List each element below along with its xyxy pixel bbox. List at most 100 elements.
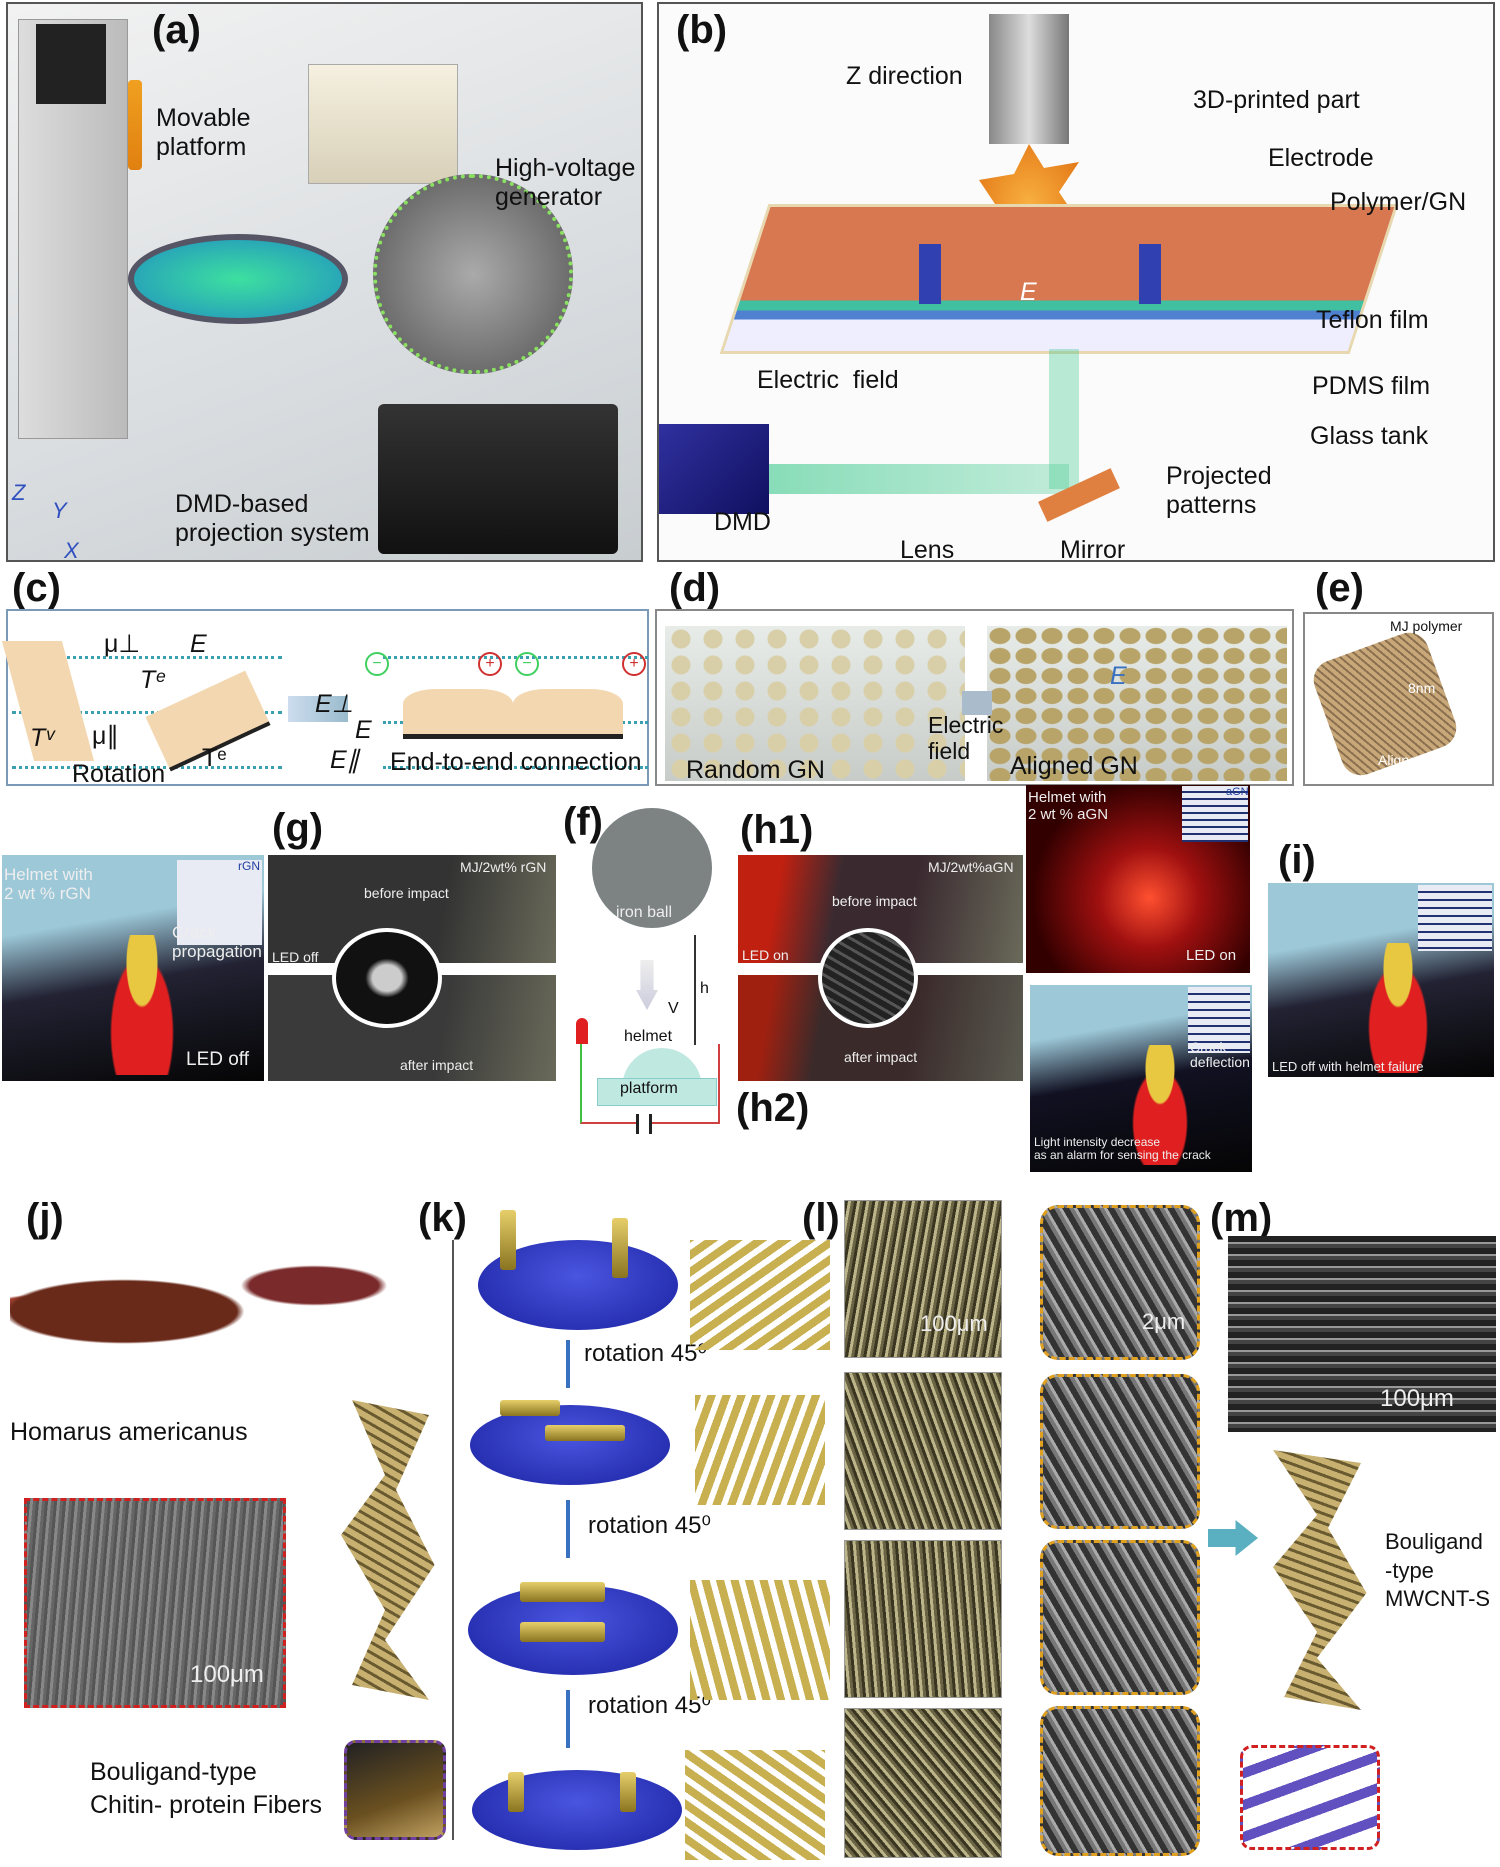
dmd-projector [378,404,618,554]
scale-bar-label: 100μm [190,1661,264,1688]
e-par-label: E∥ [330,746,360,774]
height-label: h [700,980,709,997]
helmet-agn-label: Helmet with 2 wt % aGN [1028,789,1109,823]
field-line [383,766,648,769]
light-intensity-label: Light intensity decrease as an alarm for… [1034,1135,1211,1163]
agn-inset [1182,786,1248,842]
e-vec-label: E [355,716,372,744]
dmd-box [659,424,769,514]
field-line [12,711,282,714]
panel-j-label: (j) [26,1196,64,1240]
glass-tank-label: Glass tank [1310,422,1429,450]
end-to-end-label: End-to-end connection [390,748,642,776]
panel-e [1303,612,1494,786]
drop-arrow-icon [636,960,658,1010]
pdms-label: PDMS film [1312,372,1431,400]
panel-c [1,609,649,786]
sem-image [1040,1540,1200,1695]
helmet-rgn-photo [2,855,264,1081]
electric-field-label: Electric field [757,366,899,394]
mj-agn-label: MJ/2wt%aGN [928,859,1014,875]
minus-charge-icon: − [365,652,389,676]
panel-a-label: (a) [152,8,201,52]
helmet-intact-circle [818,928,918,1028]
sem-inset [24,1498,286,1708]
lego-figure [1120,1045,1200,1165]
aligned-rods [695,1395,825,1505]
electrode-right [1139,244,1161,304]
crack-deflection-photo [1030,985,1252,1172]
axis-x: X [64,538,79,563]
dmd-label: DMD [714,508,771,536]
electrode-bar [520,1622,605,1642]
panel-b-label: (b) [676,8,728,52]
hv-generator [308,64,458,184]
glass-tank [719,204,1399,354]
fiber-inset [344,1740,446,1840]
resin-dish [128,234,348,324]
projected-patterns-label: Projected patterns [1166,462,1272,519]
aligned-rods [685,1750,825,1860]
mirror-label: Mirror [1060,536,1126,564]
helmet-failure-photo [1268,883,1494,1077]
led-on-label: LED on [742,947,789,963]
bouligand-chitin-label: Bouligand-type Chitin- protein Fibers [90,1758,323,1819]
te2-label: Tᵉ [202,744,227,772]
panel-f-label: (f) [563,800,603,844]
aligned-gn-label: Aligned GN [1378,752,1450,768]
electrode-bar [520,1582,605,1602]
random-gn-label: Random GN [686,756,825,784]
plus-charge-icon: + [478,652,502,676]
tv-label: Tᵛ [30,724,55,752]
panel-h1-label: (h1) [740,808,814,852]
iron-ball [592,808,712,928]
panel-e-label: (e) [1315,566,1364,610]
crack-propagation-label: Crack propagation [172,923,262,961]
rotation-disk [472,1770,682,1850]
bouligand-helix [341,1400,435,1700]
electrode-label: Electrode [1268,144,1374,172]
rotation-label: rotation 45⁰ [584,1340,708,1367]
optical-image [844,1540,1002,1698]
electric-field-label: Electric field [928,712,1004,765]
battery-icon [636,1114,652,1134]
height-arrow [694,935,696,1045]
dmd-system-label: DMD-based projection system [175,490,370,547]
electrode-left [919,244,941,304]
iron-ball-label: iron ball [616,904,673,921]
lego-figure [102,935,182,1075]
platform-block [597,1078,717,1106]
led-off-failure-label: LED off with helmet failure [1272,1059,1424,1074]
led-icon [576,1018,588,1044]
axis-y: Y [52,498,67,523]
lens-label: Lens [900,536,955,564]
mwcnt-inset [1240,1745,1380,1850]
gn-flake [403,689,513,739]
nm-label: 8nm [1408,680,1436,696]
field-line [12,766,282,769]
lobster-image [10,1240,390,1370]
before-impact-label: before impact [832,893,917,909]
deflection-inset [1188,987,1250,1053]
crack-deflection-label: Crack deflection [1190,1039,1250,1071]
sem-image [1040,1374,1200,1529]
rotation-disk [470,1405,670,1485]
panel-b [657,2,1495,562]
axis-z: Z [12,480,26,505]
e-field-symbol: E [1110,662,1127,690]
before-impact-label: before impact [364,885,449,901]
aligned-rods [690,1580,830,1700]
helmet-rgn-label: Helmet with 2 wt % rGN [4,865,93,903]
mwcnt-sem-image [1228,1236,1496,1432]
hv-generator-label: High-voltage generator [495,154,636,211]
z-direction-label: Z direction [846,62,963,90]
rotation-label: Rotation [72,760,166,788]
teflon-label: Teflon film [1316,306,1429,334]
printed-part-label: 3D-printed part [1193,86,1360,114]
after-impact-label: after impact [400,1057,474,1073]
gn-flake [513,689,623,739]
scale-bar-label: 100μm [1380,1385,1454,1412]
scale-bar-label: 100μm [920,1311,988,1336]
panel-d [655,609,1294,786]
sem-image [1040,1205,1200,1360]
